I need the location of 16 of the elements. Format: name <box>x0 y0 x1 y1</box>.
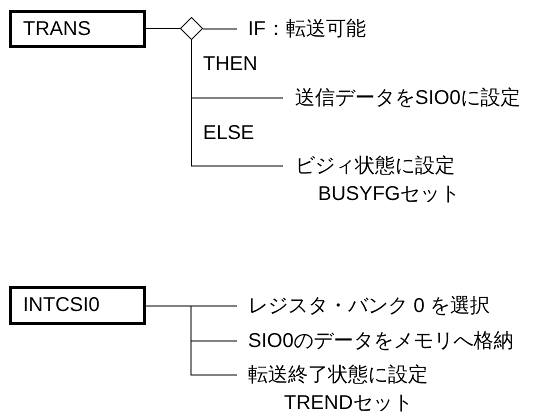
process-box: TRANS <box>9 10 146 48</box>
connector-line <box>202 28 238 30</box>
step-text: レジスタ・バンク 0 を選択 <box>248 294 490 318</box>
step-text: IF：転送可能 <box>248 17 366 41</box>
process-box: INTCSI0 <box>9 286 146 325</box>
step-text: 転送終了状態に設定 <box>248 363 428 387</box>
branch-label: THEN <box>203 52 258 76</box>
connector-line <box>190 305 238 376</box>
connector-line <box>191 40 284 166</box>
branch-label: ELSE <box>203 121 254 145</box>
step-text: SIO0のデータをメモリへ格納 <box>248 329 514 353</box>
step-text: ビジィ状態に設定 <box>295 154 455 178</box>
note-text: BUSYFGセット <box>318 182 460 206</box>
connector-line <box>146 28 180 29</box>
note-text: TRENDセット <box>284 391 413 415</box>
step-text: 送信データをSIO0に設定 <box>295 86 521 110</box>
